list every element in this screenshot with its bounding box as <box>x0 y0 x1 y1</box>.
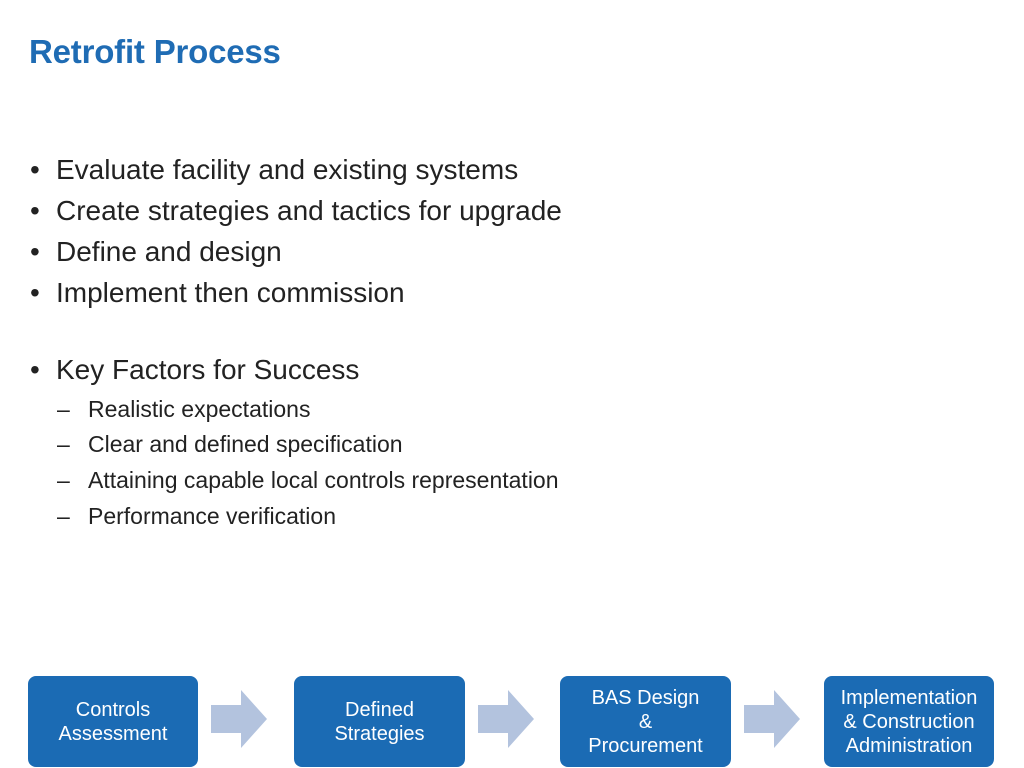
arrow-shape <box>211 690 267 748</box>
sub-bullet-mark: – <box>57 431 70 457</box>
flow-step-line: Controls <box>75 698 151 721</box>
bullet-mark: • <box>30 236 40 267</box>
bullet-mark: • <box>30 154 40 185</box>
flow-step-line: Strategies <box>334 722 425 745</box>
bullet-item: • Key Factors for Success <box>30 350 359 390</box>
flow-step-line: & <box>638 710 653 733</box>
flow-step-line: Administration <box>845 734 973 757</box>
sub-bullet-item: –Clear and defined specification <box>57 428 403 460</box>
flow-arrow-icon <box>478 690 534 748</box>
sub-bullet-item: –Performance verification <box>57 500 336 532</box>
sub-bullet-text: Realistic expectations <box>88 396 311 422</box>
flow-step-defined-strategies: Defined Strategies <box>294 676 465 767</box>
flow-step-bas-design-procurement: BAS Design & Procurement <box>560 676 731 767</box>
sub-bullet-text: Attaining capable local controls represe… <box>88 467 559 493</box>
bullet-mark: • <box>30 277 40 308</box>
flow-arrow-icon <box>211 690 267 748</box>
flow-step-line: & Construction <box>843 710 975 733</box>
flow-step-implementation: Implementation & Construction Administra… <box>824 676 994 767</box>
sub-bullet-mark: – <box>57 396 70 422</box>
slide-title: Retrofit Process <box>29 33 281 70</box>
flow-step-controls-assessment: Controls Assessment <box>28 676 198 767</box>
bullet-item: • Evaluate facility and existing systems <box>30 150 518 190</box>
arrow-shape <box>478 690 534 748</box>
bullet-text: Create strategies and tactics for upgrad… <box>56 195 562 226</box>
bullet-text: Implement then commission <box>56 277 405 308</box>
bullet-text: Define and design <box>56 236 282 267</box>
sub-bullet-mark: – <box>57 467 70 493</box>
sub-bullet-text: Performance verification <box>88 503 336 529</box>
flow-step-line: BAS Design <box>591 686 700 709</box>
bullet-item: • Implement then commission <box>30 273 405 313</box>
bullet-mark: • <box>30 195 40 226</box>
arrow-shape <box>744 690 800 748</box>
bullet-item: • Create strategies and tactics for upgra… <box>30 191 562 231</box>
bullet-item: • Define and design <box>30 232 282 272</box>
flow-step-line: Defined <box>345 698 414 721</box>
bullet-mark: • <box>30 354 40 385</box>
sub-bullet-item: –Attaining capable local controls repres… <box>57 464 559 496</box>
sub-bullet-text: Clear and defined specification <box>88 431 403 457</box>
sub-bullet-item: –Realistic expectations <box>57 393 310 425</box>
sub-bullet-mark: – <box>57 503 70 529</box>
flow-step-line: Implementation <box>840 686 978 709</box>
flow-step-line: Procurement <box>588 734 703 757</box>
flow-step-line: Assessment <box>58 722 168 745</box>
bullet-text: Evaluate facility and existing systems <box>56 154 519 185</box>
flow-arrow-icon <box>744 690 800 748</box>
bullet-text: Key Factors for Success <box>56 354 360 385</box>
